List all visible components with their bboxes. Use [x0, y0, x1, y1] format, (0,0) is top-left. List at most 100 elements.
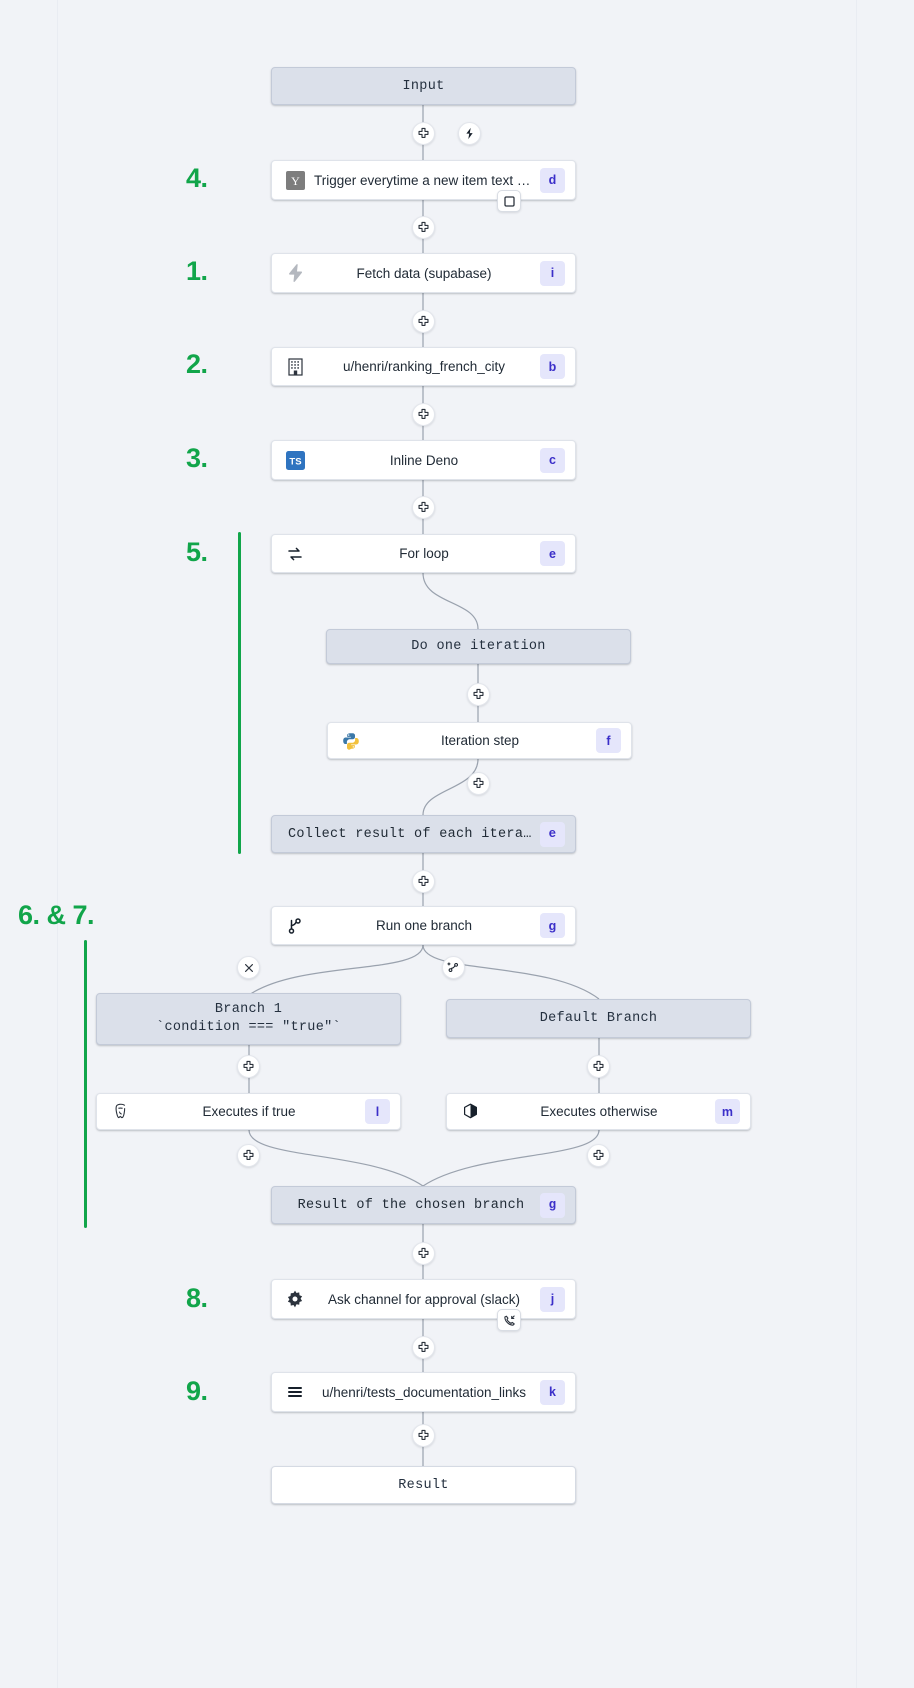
plus-icon [473, 688, 484, 699]
add-branch-handle[interactable] [442, 956, 465, 979]
node-input-label: Input [402, 78, 445, 94]
add-handle-branchresult-slack[interactable] [412, 1242, 435, 1265]
add-handle-fetch-ranking[interactable] [412, 310, 435, 333]
step-number-5: 5. [186, 537, 208, 567]
add-handle-input-trigger[interactable] [412, 122, 435, 145]
add-handle-ranking-deno[interactable] [412, 403, 435, 426]
node-collect-result-label: Collect result of each iteration [288, 826, 540, 842]
docker-icon [457, 1099, 483, 1125]
node-inline-deno[interactable]: TS Inline Deno c [271, 440, 576, 480]
node-branch-1-title: Branch 1 [214, 1001, 283, 1017]
node-iteration-step[interactable]: Iteration step f [327, 722, 632, 759]
plus-icon [418, 315, 429, 326]
add-handle-execother-result[interactable] [587, 1144, 610, 1167]
svg-text:Y: Y [291, 174, 300, 188]
git-branch-icon [282, 913, 308, 939]
node-for-loop[interactable]: For loop e [271, 534, 576, 573]
phone-incoming-icon [503, 1314, 515, 1326]
slack-callback-chip[interactable] [497, 1309, 521, 1331]
node-ask-channel-approval-badge: j [540, 1286, 565, 1312]
svg-text:TS: TS [289, 456, 301, 467]
plus-icon [418, 408, 429, 419]
add-handle-tests-result[interactable] [412, 1424, 435, 1447]
step-number-4: 4. [186, 163, 208, 193]
node-tests-documentation-links-label: u/henri/tests_documentation_links [321, 1384, 527, 1400]
node-input[interactable]: Input [271, 67, 576, 105]
plus-icon [473, 777, 484, 788]
node-executes-otherwise-badge: m [714, 1099, 740, 1124]
for-loop-group-bar [238, 532, 241, 854]
node-executes-if-true[interactable]: Executes if true l [96, 1093, 401, 1130]
node-trigger-label: Trigger everytime a new item text o… [314, 172, 538, 188]
delete-branch-handle[interactable] [237, 956, 260, 979]
node-default-branch-header[interactable]: Default Branch [446, 999, 751, 1038]
node-branch-result-label: Result of the chosen branch [297, 1197, 525, 1213]
trigger-stop-chip[interactable] [497, 190, 521, 212]
node-branch-result[interactable]: Result of the chosen branch g [271, 1186, 576, 1224]
node-do-one-iteration[interactable]: Do one iteration [326, 629, 631, 664]
add-handle-slack-tests[interactable] [412, 1336, 435, 1359]
node-ask-channel-approval[interactable]: Ask channel for approval (slack) j [271, 1279, 576, 1319]
plus-icon [593, 1149, 604, 1160]
node-do-one-iteration-label: Do one iteration [411, 639, 546, 654]
branch-plus-icon [447, 962, 459, 973]
bolt-icon [466, 127, 473, 140]
add-handle-exectrue-result[interactable] [237, 1144, 260, 1167]
plus-icon [593, 1060, 604, 1071]
node-executes-otherwise-label: Executes otherwise [540, 1104, 658, 1119]
plus-icon [418, 1429, 429, 1440]
add-handle-doone-iterstep[interactable] [467, 683, 490, 706]
bars-icon [282, 1379, 308, 1405]
plus-icon [418, 875, 429, 886]
node-branch-1-condition: `condition === "true"` [156, 1020, 341, 1035]
node-ranking-french-city-label: u/henri/ranking_french_city [342, 359, 506, 374]
node-for-loop-badge: e [540, 541, 565, 566]
node-ranking-french-city-badge: b [540, 354, 565, 379]
add-handle-collect-runbranch[interactable] [412, 870, 435, 893]
node-result[interactable]: Result [271, 1466, 576, 1504]
node-iteration-step-label: Iteration step [440, 733, 520, 748]
step-number-2: 2. [186, 349, 208, 379]
node-fetch-data[interactable]: Fetch data (supabase) i [271, 253, 576, 293]
node-run-one-branch-label: Run one branch [375, 918, 473, 933]
plus-icon [243, 1149, 254, 1160]
supabase-bolt-icon [282, 260, 308, 286]
add-handle-deno-forloop[interactable] [412, 496, 435, 519]
plus-icon [243, 1060, 254, 1071]
node-result-label: Result [398, 1477, 449, 1493]
node-tests-documentation-links[interactable]: u/henri/tests_documentation_links k [271, 1372, 576, 1412]
add-handle-trigger-fetch[interactable] [412, 216, 435, 239]
node-run-one-branch-badge: g [540, 913, 565, 938]
node-run-one-branch[interactable]: Run one branch g [271, 906, 576, 945]
node-executes-if-true-label: Executes if true [202, 1104, 296, 1119]
node-collect-result[interactable]: Collect result of each iteration e [271, 815, 576, 853]
node-executes-otherwise[interactable]: Executes otherwise m [446, 1093, 751, 1130]
node-fetch-data-label: Fetch data (supabase) [356, 265, 492, 281]
node-inline-deno-badge: c [540, 447, 565, 473]
add-handle-branch1-exectrue[interactable] [237, 1055, 260, 1078]
trigger-bolt-handle[interactable] [458, 122, 481, 145]
node-collect-result-badge: e [540, 821, 565, 847]
gear-icon [282, 1286, 308, 1312]
close-icon [244, 963, 253, 972]
add-handle-iterstep-collect[interactable] [467, 772, 490, 795]
node-trigger[interactable]: Y Trigger everytime a new item text o… d [271, 160, 576, 200]
node-executes-if-true-badge: l [365, 1099, 390, 1124]
postgres-icon [107, 1099, 133, 1125]
add-handle-default-execother[interactable] [587, 1055, 610, 1078]
node-ranking-french-city[interactable]: u/henri/ranking_french_city b [271, 347, 576, 386]
node-inline-deno-label: Inline Deno [389, 452, 459, 468]
hackernews-y-icon: Y [282, 167, 308, 193]
plus-icon [418, 221, 429, 232]
step-number-9: 9. [186, 1376, 208, 1406]
square-icon [503, 195, 515, 207]
plus-icon [418, 501, 429, 512]
node-fetch-data-badge: i [540, 260, 565, 286]
node-for-loop-label: For loop [399, 546, 449, 561]
python-icon [338, 728, 364, 754]
node-branch-1-header[interactable]: Branch 1 `condition === "true"` [96, 993, 401, 1045]
step-number-8: 8. [186, 1283, 208, 1313]
node-default-branch-label: Default Branch [539, 1011, 658, 1026]
node-iteration-step-badge: f [596, 728, 621, 753]
